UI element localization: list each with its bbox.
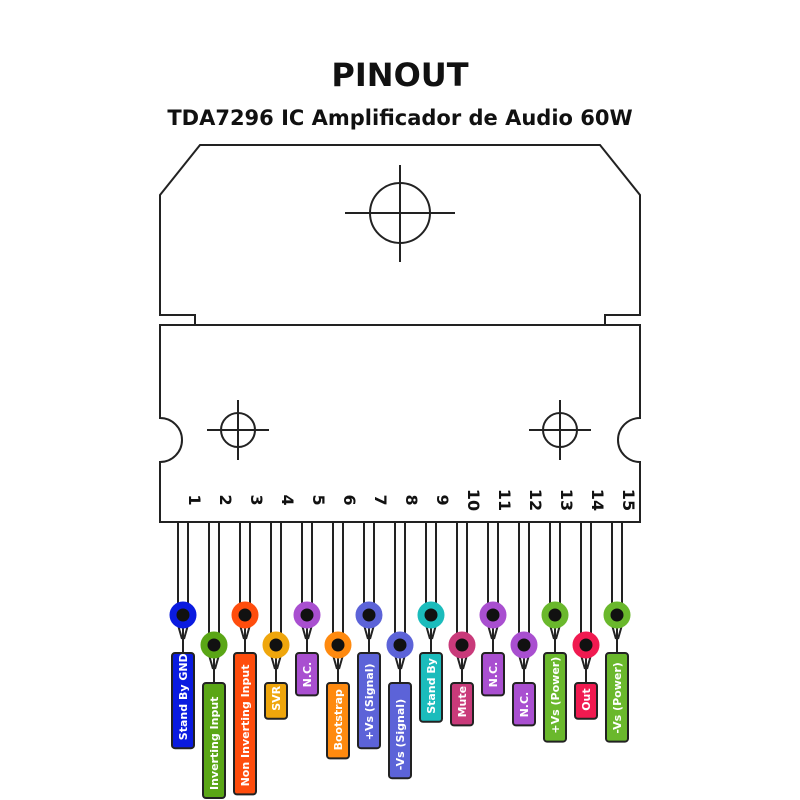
pin-connector-dot [417,601,445,629]
pin-label-box [512,682,536,727]
pin-connector-dot [262,631,290,659]
pin-label: -Vs (Power) [611,662,624,733]
left-crosshair [207,400,269,460]
pin-label: Inverting Input [208,697,221,790]
pin-label-box [543,652,567,743]
pin-leg [239,522,251,653]
pin-label-box [357,652,381,750]
pin-label-box [171,652,195,750]
pin-label: +Vs (Signal) [363,663,376,740]
ic-body [159,324,641,523]
pin-15: 15 -Vs (Power) [603,489,638,743]
pin-label-box [388,682,412,780]
pin-label: N.C. [301,662,314,688]
right-crosshair [529,400,591,460]
pin-label-box [295,652,319,697]
pin-8: 8 -Vs (Signal) [386,494,421,780]
pin-connector-dot [479,601,507,629]
pin-leg [580,522,592,683]
pin-connector-dot [541,601,569,629]
pin-number: 4 [278,494,297,505]
pin-12: 12N.C. [510,489,545,727]
pin-label: N.C. [518,692,531,718]
pin-number: 13 [557,489,576,511]
pin-connector-dot [355,601,383,629]
pin-connector-dot [324,631,352,659]
pin-leg [611,522,623,653]
pin-leg [518,522,530,683]
pin-label: Stand By GND [177,653,190,740]
pin-label: Mute [456,686,469,718]
pin-label-box [326,682,350,760]
pin-label-box [574,682,598,720]
pin-13: 13 +Vs (Power) [541,489,576,743]
pin-leg [208,522,220,683]
page-subtitle: TDA7296 IC Amplificador de Audio 60W [167,106,633,130]
pin-connector-dot [603,601,631,629]
pin-label: Stand By [425,658,438,714]
pin-connector-dot [448,631,476,659]
pin-connector-dot [293,601,321,629]
pin-number: 10 [464,489,483,511]
pin-connector-dot [169,601,197,629]
pin-number: 9 [433,494,452,505]
pin-number: 5 [309,494,328,505]
pin-number: 8 [402,494,421,505]
pin-number: 15 [619,489,638,511]
pin-connector-dot [231,601,259,629]
pin-label: Out [580,688,593,710]
pin-leg [394,522,406,683]
pin-leg [425,522,437,653]
pin-connector-dot [200,631,228,659]
mounting-hole-crosshair [345,165,455,262]
pin-number: 3 [247,494,266,505]
pin-label: N.C. [487,662,500,688]
pin-leg [549,522,561,653]
pin-5: 5N.C. [293,494,328,697]
pin-number: 14 [588,489,607,511]
pin-number: 6 [340,494,359,505]
pin-number: 2 [216,494,235,505]
pin-number: 1 [185,494,204,505]
pin-number: 12 [526,489,545,511]
pin-label-box [419,652,443,723]
pin-11: 11N.C. [479,489,514,697]
pin-label: +Vs (Power) [549,657,562,734]
pin-connector-dot [572,631,600,659]
pin-number: 11 [495,489,514,511]
page-title: PINOUT [331,56,469,94]
heatsink-tab [159,144,641,326]
pin-label: -Vs (Signal) [394,699,407,770]
pin-leg [270,522,282,683]
pin-label-box [202,682,226,799]
pin-label-box [481,652,505,697]
pin-7: 7 +Vs (Signal) [355,494,390,750]
pin-label: SVR [270,685,283,710]
pin-label-box [605,652,629,743]
pin-connector-dot [386,631,414,659]
pin-label: Non Inverting Input [239,665,252,787]
pin-leg [456,522,468,683]
pin-leg [487,522,499,653]
pin-label: Bootstrap [332,689,345,750]
pin-leg [177,522,189,653]
pin-leg [301,522,313,653]
pin-label-box [264,682,288,720]
pin-number: 7 [371,494,390,505]
pin-label-box [233,652,257,796]
pin-leg [332,522,344,683]
pin-connector-dot [510,631,538,659]
pin-label-box [450,682,474,727]
pin-leg [363,522,375,653]
